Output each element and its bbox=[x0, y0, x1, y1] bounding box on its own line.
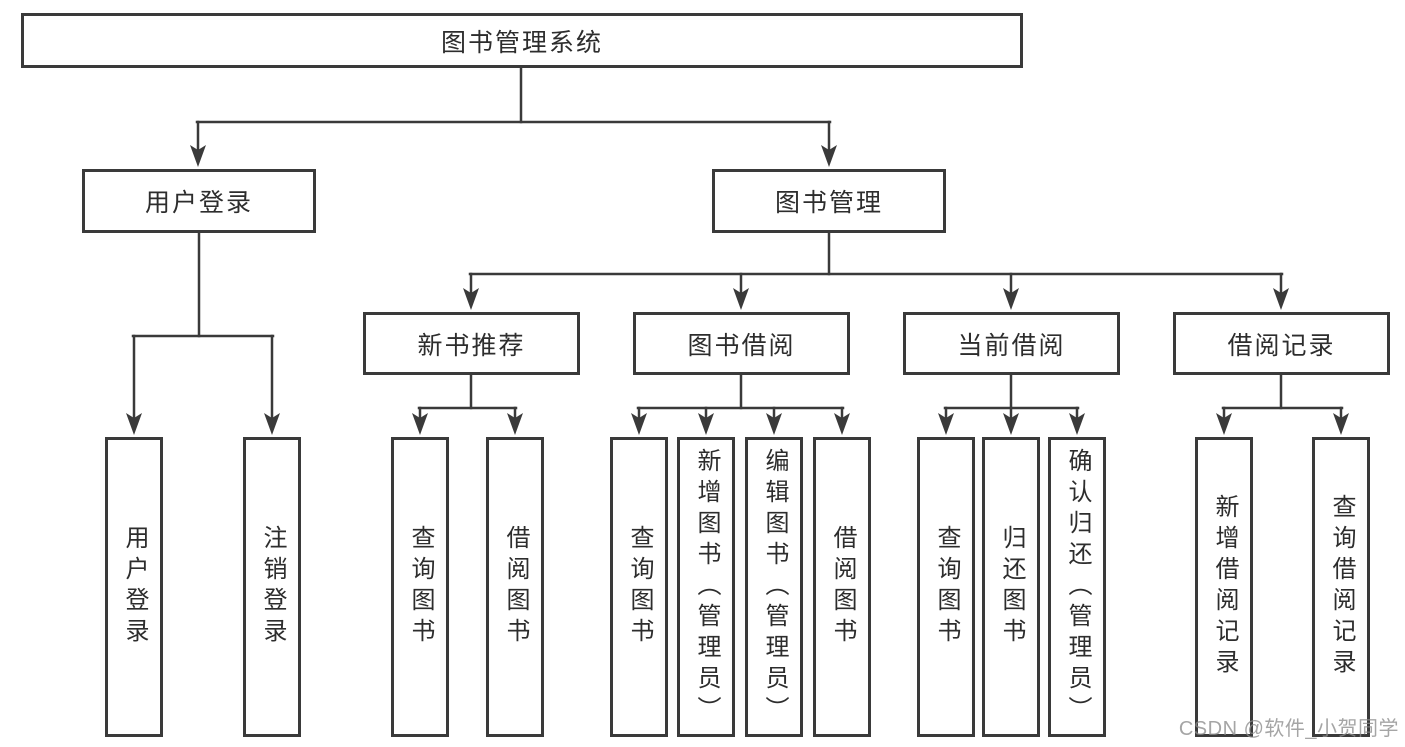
leaf-confirm-return-admin: 确认归还（管理员） bbox=[1048, 437, 1106, 737]
node-new-book-recommendation: 新书推荐 bbox=[363, 312, 580, 375]
node-book-management-label: 图书管理 bbox=[774, 189, 883, 217]
leaf-query-books-borrowing: 查询图书 bbox=[610, 437, 668, 737]
node-borrowing-records-label: 借阅记录 bbox=[1227, 331, 1336, 360]
node-new-book-recommendation-label: 新书推荐 bbox=[417, 331, 526, 360]
leaf-add-borrow-record-label: 新增借阅记录 bbox=[1211, 494, 1238, 680]
leaf-edit-book-admin-label: 编辑图书（管理员） bbox=[761, 447, 788, 727]
leaf-borrow-books-label: 借阅图书 bbox=[829, 525, 856, 649]
node-borrowing-records: 借阅记录 bbox=[1173, 312, 1390, 375]
leaf-query-borrow-record: 查询借阅记录 bbox=[1312, 437, 1370, 737]
leaf-query-books-current-label: 查询图书 bbox=[933, 525, 960, 649]
leaf-return-book-label: 归还图书 bbox=[998, 525, 1025, 649]
leaf-add-book-admin: 新增图书（管理员） bbox=[677, 437, 735, 737]
leaf-logout: 注销登录 bbox=[243, 437, 301, 737]
watermark-text: CSDN @软件_小贺同学 bbox=[1178, 718, 1399, 740]
leaf-query-borrow-record-label: 查询借阅记录 bbox=[1328, 494, 1355, 680]
leaf-add-book-admin-label: 新增图书（管理员） bbox=[693, 447, 720, 727]
node-current-borrowing: 当前借阅 bbox=[903, 312, 1120, 375]
leaf-return-book: 归还图书 bbox=[982, 437, 1040, 737]
node-book-management: 图书管理 bbox=[712, 169, 946, 233]
node-user-login-label: 用户登录 bbox=[144, 189, 253, 217]
leaf-user-login: 用户登录 bbox=[105, 437, 163, 737]
leaf-edit-book-admin: 编辑图书（管理员） bbox=[745, 437, 803, 737]
node-book-borrowing: 图书借阅 bbox=[633, 312, 850, 375]
node-current-borrowing-label: 当前借阅 bbox=[957, 331, 1066, 360]
leaf-query-books-current: 查询图书 bbox=[917, 437, 975, 737]
leaf-query-books-recommend: 查询图书 bbox=[391, 437, 449, 737]
leaf-query-books-borrowing-label: 查询图书 bbox=[626, 525, 653, 649]
leaf-borrow-books-recommend-label: 借阅图书 bbox=[502, 525, 529, 649]
node-user-login: 用户登录 bbox=[82, 169, 316, 233]
leaf-user-login-label: 用户登录 bbox=[121, 525, 148, 649]
node-book-borrowing-label: 图书借阅 bbox=[687, 331, 796, 360]
leaf-borrow-books: 借阅图书 bbox=[813, 437, 871, 737]
leaf-borrow-books-recommend: 借阅图书 bbox=[486, 437, 544, 737]
node-root-label: 图书管理系统 bbox=[440, 28, 603, 57]
node-root: 图书管理系统 bbox=[21, 13, 1023, 68]
leaf-add-borrow-record: 新增借阅记录 bbox=[1195, 437, 1253, 737]
leaf-query-books-recommend-label: 查询图书 bbox=[407, 525, 434, 649]
leaf-confirm-return-admin-label: 确认归还（管理员） bbox=[1064, 447, 1091, 727]
leaf-logout-label: 注销登录 bbox=[259, 525, 286, 649]
